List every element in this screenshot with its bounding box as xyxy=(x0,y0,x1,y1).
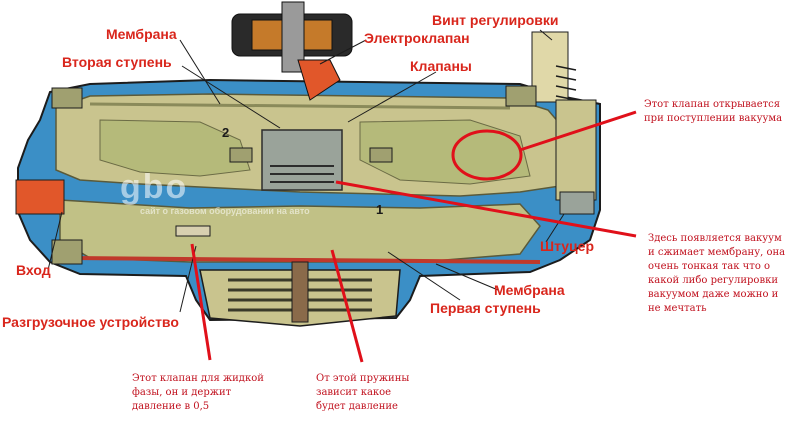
valve-spring xyxy=(270,165,334,183)
label-fitting: Штуцер xyxy=(540,238,595,254)
fitting-nozzle xyxy=(559,191,595,215)
adjust-spring xyxy=(555,65,577,101)
annotation-arrows xyxy=(190,110,637,363)
solenoid-seal xyxy=(297,59,341,101)
inlet-port xyxy=(15,179,65,215)
label-relief-device: Разгрузочное устройство xyxy=(2,314,179,330)
label-membrane-bottom: Мембрана xyxy=(494,282,565,298)
vacuum-valve-circle xyxy=(451,129,523,181)
label-first-stage: Первая ступень xyxy=(430,300,541,316)
marker-one: 1 xyxy=(376,202,384,217)
solenoid-core xyxy=(281,1,305,73)
label-inlet: Вход xyxy=(16,262,51,278)
label-leaders xyxy=(47,29,565,313)
label-second-stage: Вторая ступень xyxy=(62,54,172,70)
note-vacuum-valve: Этот клапан открывается при поступлении … xyxy=(644,99,783,124)
watermark-logo: gbo xyxy=(120,168,189,206)
note-spring: От этой пружины зависит какое будет давл… xyxy=(316,373,410,412)
valve-stack xyxy=(261,129,343,191)
note-vacuum-membrane: Здесь появляется вакуум и сжимает мембра… xyxy=(648,233,786,314)
relief-pin xyxy=(175,225,211,237)
valve-cavity xyxy=(359,119,531,185)
label-membrane-top: Мембрана xyxy=(106,26,177,42)
second-stage-cavity xyxy=(99,119,251,177)
watermark-tagline: сайт о газовом оборудовании на авто xyxy=(140,206,310,216)
label-adjust-screw: Винт регулировки xyxy=(432,12,559,28)
bottom-membrane-shape xyxy=(69,256,541,264)
note-liquid-valve: Этот клапан для жидкой фазы, он и держит… xyxy=(132,373,264,412)
label-valves: Клапаны xyxy=(410,58,472,74)
label-electrovalve: Электроклапан xyxy=(364,30,470,46)
housing-bolts xyxy=(51,85,537,265)
spring-stem xyxy=(291,261,309,323)
right-channel xyxy=(555,99,597,201)
marker-two: 2 xyxy=(222,125,230,140)
top-membrane-shape xyxy=(89,102,511,110)
